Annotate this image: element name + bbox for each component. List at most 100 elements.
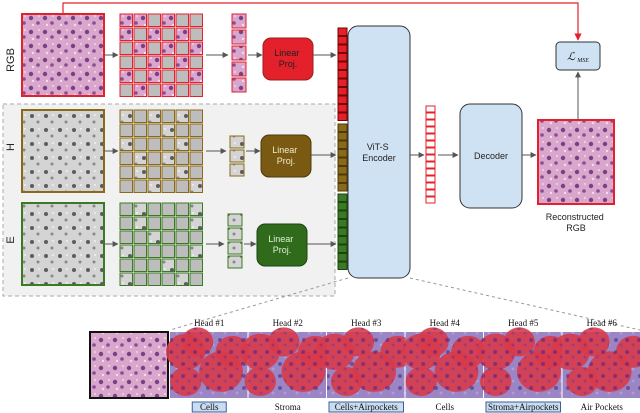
latent-token <box>425 196 436 204</box>
decoder <box>459 103 523 209</box>
grid-patch <box>119 41 133 55</box>
grid-patch <box>189 83 203 97</box>
svg-text:ℒ MSE: ℒ MSE <box>567 51 589 64</box>
vit-encoder <box>347 25 411 279</box>
h-token <box>337 140 348 149</box>
grid-patch <box>119 202 133 216</box>
grid-patch <box>133 41 147 55</box>
head-caption: Stroma+Airpockets <box>488 402 559 412</box>
attention-blob <box>268 327 300 357</box>
latent-tokens <box>425 105 436 204</box>
grid-patch <box>189 41 203 55</box>
grid-patch <box>133 230 147 244</box>
attention-blob <box>170 366 202 397</box>
grid-patch <box>161 202 175 216</box>
e-token <box>337 193 348 202</box>
grid-patch <box>175 244 189 258</box>
grid-patch <box>161 55 175 69</box>
head-title: Head #6 <box>587 318 618 328</box>
grid-patch <box>161 230 175 244</box>
sequence-patch <box>229 149 245 163</box>
grid-patch <box>147 109 161 123</box>
h-token <box>337 183 348 192</box>
grid-patch <box>161 109 175 123</box>
grid-patch <box>147 123 161 137</box>
rgb-token <box>337 78 348 87</box>
grid-patch <box>147 27 161 41</box>
grid-patch <box>147 230 161 244</box>
token-column <box>337 27 348 270</box>
attention-blob <box>181 327 214 357</box>
head-caption: Cells <box>200 402 219 412</box>
sequence-patch <box>227 213 243 227</box>
e-proj-line2: Proj. <box>273 245 292 255</box>
grid-patch <box>175 216 189 230</box>
sequence-patch <box>231 45 247 61</box>
e-token <box>337 244 348 253</box>
row-label-e: E <box>5 236 17 243</box>
e-token <box>337 227 348 236</box>
grid-patch <box>175 13 189 27</box>
rgb-input-image <box>21 13 105 97</box>
grid-patch <box>119 165 133 179</box>
grid-patch <box>147 202 161 216</box>
loss-box <box>555 41 601 71</box>
head-caption: Air Pockets <box>581 402 624 412</box>
attention-blob <box>405 366 437 397</box>
h-patch-sequence <box>229 135 245 177</box>
e-token <box>337 236 348 245</box>
head-caption: Cells+Airpockets <box>335 402 399 412</box>
rgb-token <box>337 104 348 113</box>
grid-patch <box>133 258 147 272</box>
grid-patch <box>175 272 189 286</box>
grid-patch <box>119 137 133 151</box>
attention-blob <box>342 327 375 357</box>
grid-patch <box>175 258 189 272</box>
caption-box <box>485 401 561 413</box>
attention-blob <box>480 366 512 397</box>
grid-patch <box>147 137 161 151</box>
attention-source-image <box>89 331 169 399</box>
latent-token <box>425 140 436 148</box>
latent-token <box>425 154 436 162</box>
grid-patch <box>189 109 203 123</box>
grid-patch <box>147 216 161 230</box>
grid-patch <box>189 216 203 230</box>
attention-blob <box>451 335 486 368</box>
latent-token <box>425 189 436 197</box>
grid-patch <box>189 272 203 286</box>
e-patch-sequence <box>227 213 243 269</box>
grid-patch <box>175 137 189 151</box>
output-line1: Reconstructed <box>546 212 604 222</box>
e-token <box>337 202 348 211</box>
caption-box <box>191 401 227 413</box>
head-title: Head #3 <box>351 318 382 328</box>
grid-patch <box>147 244 161 258</box>
grid-patch <box>175 151 189 165</box>
e-patch-grid <box>119 202 203 286</box>
sequence-patch <box>229 135 245 149</box>
grid-patch <box>133 179 147 193</box>
head-title: Head #1 <box>194 318 224 328</box>
grid-patch <box>161 272 175 286</box>
grid-patch <box>147 55 161 69</box>
h-linear-proj <box>260 134 312 178</box>
grid-patch <box>189 123 203 137</box>
encoder-line2: Encoder <box>362 153 396 163</box>
grid-patch <box>189 69 203 83</box>
grid-patch <box>133 109 147 123</box>
grid-patch <box>119 258 133 272</box>
e-token <box>337 219 348 228</box>
grid-patch <box>147 165 161 179</box>
grid-patch <box>175 165 189 179</box>
grid-patch <box>147 151 161 165</box>
grid-patch <box>147 83 161 97</box>
e-token <box>337 210 348 219</box>
head-title: Head #5 <box>508 318 539 328</box>
caption-box <box>328 401 404 413</box>
e-input-image <box>21 202 105 286</box>
grid-patch <box>161 165 175 179</box>
grid-patch <box>119 83 133 97</box>
grid-patch <box>133 69 147 83</box>
grid-patch <box>175 109 189 123</box>
